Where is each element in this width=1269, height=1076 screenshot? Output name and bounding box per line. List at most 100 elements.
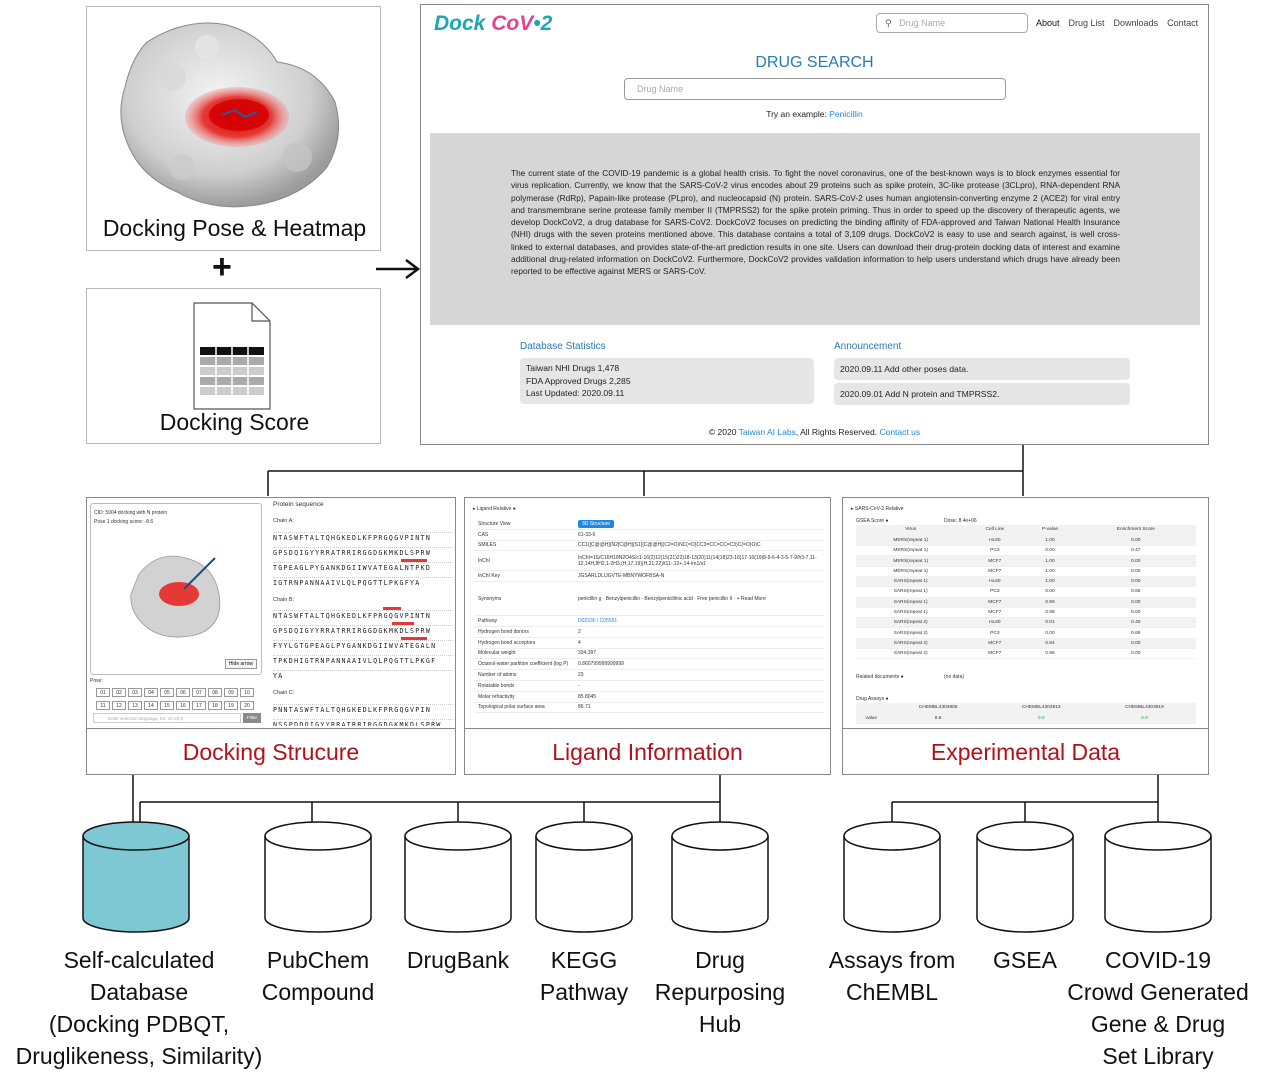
sequence-line: GPSDQIGYYRRATRRIRGGDGKMKDLSPRW	[273, 548, 432, 557]
pose-button[interactable]: 20	[240, 701, 254, 710]
sequence-line: IGTRNPANNAAIVLQLPQGTTLPKGFYA	[273, 578, 421, 587]
related-docs-label: Related documents ●	[856, 674, 904, 680]
top-nav: About Drug List Downloads Contact	[1027, 18, 1198, 28]
database-label: KEGG Pathway	[539, 947, 629, 1005]
3d-structure-button[interactable]: 3D Structure	[578, 519, 615, 528]
sequence-line: PNNTASWFTALTQHGKEDLKFPRGQGVPIN	[273, 705, 432, 714]
pose-button[interactable]: 01	[96, 688, 110, 697]
pose-button[interactable]: 05	[160, 688, 174, 697]
brand-dot: •	[533, 12, 541, 35]
database-cylinder-icon	[671, 821, 769, 933]
announcement-item: 2020.09.11 Add other poses data.	[834, 358, 1130, 380]
protein-surface-image	[120, 22, 340, 208]
gsea-label: GSEA Score ●	[856, 518, 889, 524]
pose-button[interactable]: 17	[192, 701, 206, 710]
pose-button[interactable]: 11	[96, 701, 110, 710]
gsea-header: P-value	[1024, 525, 1076, 536]
pose-button[interactable]: 19	[224, 701, 238, 710]
footer-org-link[interactable]: Taiwan AI Labs	[738, 427, 796, 437]
nav-drug-list[interactable]: Drug List	[1068, 18, 1105, 28]
info-icon: ●	[900, 674, 904, 680]
example-link[interactable]: Penicillin	[829, 109, 863, 119]
pose-label: Pose:	[90, 678, 103, 684]
pose-button[interactable]: 13	[128, 701, 142, 710]
stats-title: Database Statistics	[520, 341, 606, 352]
gsea-header: Cell Line	[965, 525, 1025, 536]
sequence-line: TGPEAGLPYGANKDGIIWVATEGALNTPKD	[273, 563, 432, 572]
database-label: GSEA	[993, 947, 1057, 973]
pose-button[interactable]: 12	[112, 701, 126, 710]
sequence-line: TPKDHIGTRNPANNAAIVLQLPQGTTLPKGF	[273, 657, 437, 665]
plus-symbol: +	[212, 248, 232, 286]
pose-button[interactable]: 08	[208, 688, 222, 697]
announcement-item: 2020.09.01 Add N protein and TMPRSS2.	[834, 383, 1130, 405]
nav-search-input[interactable]: ⚲ Drug Name	[876, 13, 1028, 33]
database-label: Self-calculated Database (Docking PDBQT,…	[15, 947, 263, 1069]
docking-score-panel: Docking Score	[86, 288, 381, 444]
database-cylinder-icon	[82, 821, 190, 933]
docking-structure-panel: CID: 5904 docking with N protein Pose 1 …	[86, 497, 456, 775]
sequence-line: NTASWFTALTQHGKEDLKFPRGQGVPINTN	[273, 533, 432, 542]
dockcov2-web-app: Dock CoV•2 ⚲ Drug Name About Drug List Dow…	[420, 4, 1209, 445]
nav-contact[interactable]: Contact	[1167, 18, 1199, 28]
drug-assays-label: Drug Assays ●	[856, 696, 889, 702]
score-caption: Docking Score	[159, 409, 310, 435]
assay-header: CHEMBL4303813	[989, 703, 1093, 714]
pose-button[interactable]: 02	[112, 688, 126, 697]
pose-caption: Docking Pose & Heatmap	[102, 215, 367, 241]
pathway-links[interactable]: D02336 / C05551	[578, 618, 618, 625]
filter-button[interactable]: Filter	[243, 713, 261, 723]
hide-arrow-button[interactable]: Hide arrow	[224, 659, 257, 669]
description-block: The current state of the COVID-19 pandem…	[430, 133, 1200, 325]
database-label: Assays from ChEMBL	[828, 947, 956, 1005]
announcement-title: Announcement	[834, 341, 902, 352]
pose-button[interactable]: 07	[192, 688, 206, 697]
gsea-header: Enrichment Score	[1075, 525, 1196, 536]
database-label: COVID-19 Crowd Generated Gene & Drug Set…	[1067, 947, 1249, 1069]
docking-pose-panel: Docking Pose & Heatmap	[86, 6, 381, 251]
brand-number: 2	[540, 12, 553, 35]
pose-button[interactable]: 18	[208, 701, 222, 710]
ligand-row: Rotatable bonds-	[474, 681, 824, 692]
nav-downloads[interactable]: Downloads	[1113, 18, 1159, 28]
ligand-caption: Ligand Information	[552, 739, 743, 765]
database-cylinder-icon	[976, 821, 1074, 933]
filter-input[interactable]: Enter selection language, Ex: 10-20,6	[93, 713, 241, 723]
ligand-row: Octanol-water partition coefficient (log…	[474, 659, 824, 671]
gsea-header: Virus	[856, 525, 966, 536]
pose-button[interactable]: 09	[224, 688, 238, 697]
pose-button[interactable]: 15	[160, 701, 174, 710]
pose-button[interactable]: 16	[176, 701, 190, 710]
docking-caption: Docking Strucure	[182, 739, 360, 765]
pose-button[interactable]: 03	[128, 688, 142, 697]
nav-about[interactable]: About	[1036, 18, 1060, 28]
info-icon: ●	[885, 696, 889, 702]
brand-logo[interactable]: Dock CoV•2	[434, 12, 552, 36]
database-cylinder-icon	[404, 821, 512, 933]
ligand-section-title: ▸ Ligand Relative ●	[473, 506, 516, 512]
sequence-line: FYYLGTGPEAGLPYGANKDGIIWVATEGALN	[273, 642, 437, 650]
pose-button[interactable]: 10	[240, 688, 254, 697]
document-table-icon	[193, 302, 271, 410]
database-label: DrugBank	[406, 947, 510, 973]
footer-contact-link[interactable]: Contact us	[879, 427, 921, 437]
example-line: Try an example: Penicillin	[766, 109, 863, 119]
pose-button[interactable]: 06	[176, 688, 190, 697]
pose-button[interactable]: 14	[144, 701, 158, 710]
right-arrow-icon	[376, 259, 421, 279]
main-search-input[interactable]: Drug Name	[624, 78, 1006, 100]
footer: © 2020 Taiwan AI Labs, All Rights Reserv…	[708, 427, 921, 437]
pose-button[interactable]: 04	[144, 688, 158, 697]
